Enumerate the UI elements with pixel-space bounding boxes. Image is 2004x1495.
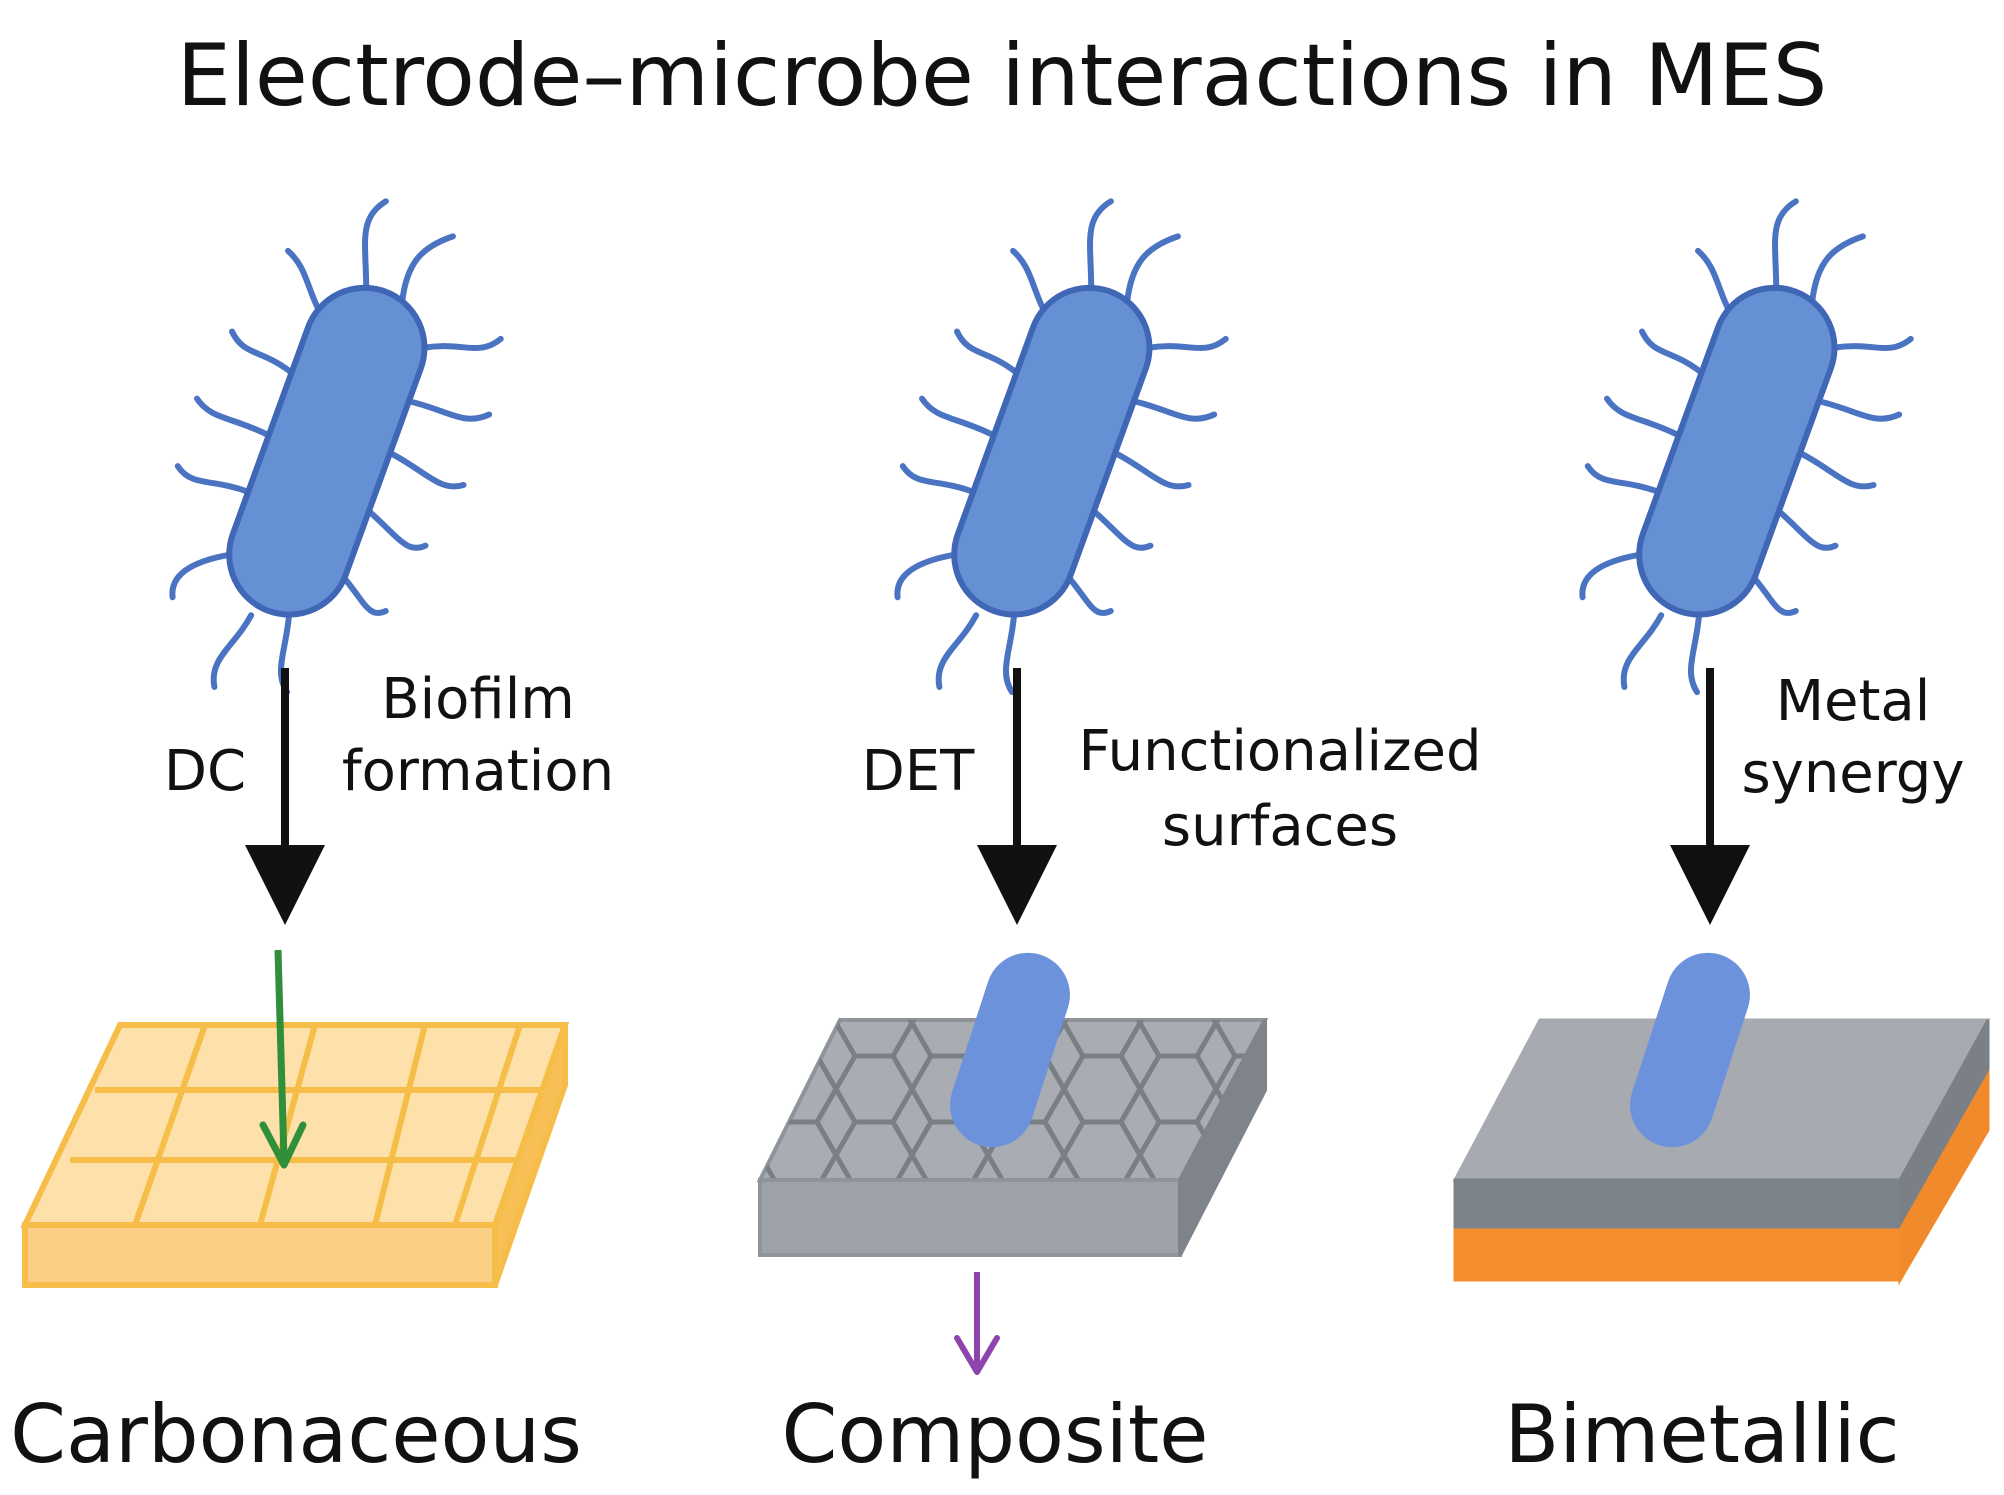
mechanism-left-composite: DET [862,739,976,804]
panel-carbonaceous: DC Biofilm formation Carbonaceous [10,198,614,1481]
page-title: Electrode–microbe interactions in MES [177,26,1828,126]
purple-arrowhead-composite [954,1335,1000,1375]
bacterium-top-composite [894,198,1229,696]
bacterium-top-carbonaceous [169,198,504,696]
mechanism-left-carbonaceous: DC [164,739,246,804]
mechanism-right-line2-carbonaceous: formation [342,739,614,804]
mechanism-right-line1-composite: Functionalized [1078,719,1481,784]
category-label-bimetallic: Bimetallic [1504,1388,1899,1481]
bacterium-attached-bimetallic [1630,952,1750,1148]
mechanism-right-line2-bimetallic: synergy [1742,741,1965,806]
mechanism-right-line1-carbonaceous: Biofilm [381,667,575,732]
bacterium-attached-composite [950,952,1070,1148]
mechanism-right-line2-composite: surfaces [1162,794,1398,859]
electrode-carbonaceous [20,1022,570,1288]
green-arrowhead-carbonaceous [259,1121,307,1169]
category-label-carbonaceous: Carbonaceous [10,1388,582,1481]
electrode-bimetallic [1452,1018,1991,1286]
category-label-composite: Composite [782,1388,1209,1481]
green-arrow-carbonaceous [274,949,288,1161]
bacterium-top-bimetallic [1579,198,1914,696]
mechanism-right-line1-bimetallic: Metal [1776,669,1931,734]
panel-composite: DET Functionalized surfaces Composite [756,198,1482,1481]
panel-bimetallic: Metal synergy Bimetallic [1452,198,1991,1481]
